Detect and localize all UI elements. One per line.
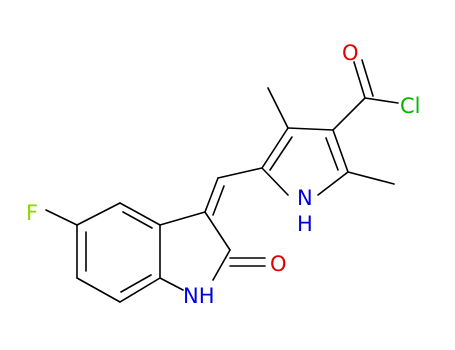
bond-c-f <box>45 209 78 226</box>
atom-label-cl: Cl <box>400 94 421 118</box>
double-bond-inner <box>325 137 339 171</box>
bond <box>204 211 231 251</box>
benzene-ring <box>76 202 161 303</box>
bond-c-cocl <box>332 97 366 131</box>
bond-c-o <box>361 59 374 97</box>
bond <box>159 277 184 291</box>
bond <box>76 202 121 226</box>
atom-label-nh-lactam: NH <box>183 284 215 308</box>
bond <box>76 277 121 303</box>
double-bond-inner <box>122 211 153 229</box>
atom-label-n-pyrrole: N <box>297 186 313 210</box>
atom-label-o-lactam: O <box>270 252 287 276</box>
atom-label-f: F <box>26 201 38 225</box>
bond <box>332 129 349 173</box>
methyl-bond <box>347 171 395 185</box>
double-bond-inner <box>269 136 293 171</box>
lactam-ring <box>159 211 231 291</box>
atom-label-o-acyl: O <box>342 41 359 65</box>
bond <box>287 127 334 131</box>
methyl-bond <box>267 87 289 129</box>
bond <box>317 171 349 196</box>
atom-label-h-pyrrole: H <box>297 212 313 236</box>
bond <box>261 127 289 169</box>
bond-c-cl <box>364 97 399 104</box>
bond <box>217 167 263 179</box>
pyrrole-ring <box>261 127 349 196</box>
bond <box>204 177 219 213</box>
bond <box>119 277 161 303</box>
bond <box>212 249 231 281</box>
bond <box>119 202 161 226</box>
double-bond-inner <box>212 185 225 216</box>
bond-c-o <box>353 61 366 99</box>
bond <box>159 211 206 226</box>
double-bond-inner <box>120 274 152 293</box>
bond <box>261 167 289 196</box>
